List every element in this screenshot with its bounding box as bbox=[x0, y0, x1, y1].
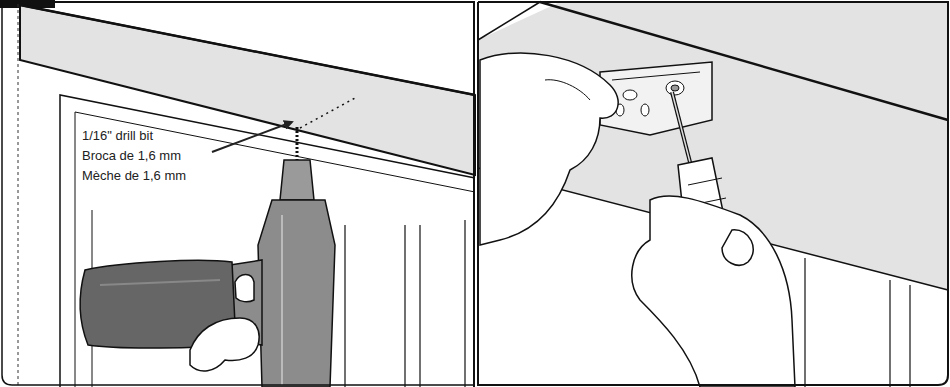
hand bbox=[480, 53, 618, 245]
header-beam bbox=[20, 5, 475, 175]
hand bbox=[632, 196, 795, 387]
leader-arrow bbox=[212, 122, 292, 152]
window-frame bbox=[60, 95, 475, 387]
left-panel bbox=[2, 2, 475, 387]
panel-border bbox=[2, 2, 474, 387]
panel-border bbox=[478, 2, 948, 385]
callout-label: 1/16" drill bit bbox=[82, 128, 153, 144]
callout-label: Broca de 1,6 mm bbox=[82, 148, 181, 164]
drill-mark-line bbox=[300, 98, 355, 128]
power-drill bbox=[80, 160, 335, 387]
right-panel bbox=[478, 2, 948, 387]
hand bbox=[190, 318, 259, 371]
trigger-finger bbox=[235, 275, 254, 302]
callout-label: Mèche de 1,6 mm bbox=[82, 168, 186, 184]
reference-line bbox=[18, 4, 19, 387]
drill-bit bbox=[296, 127, 299, 160]
